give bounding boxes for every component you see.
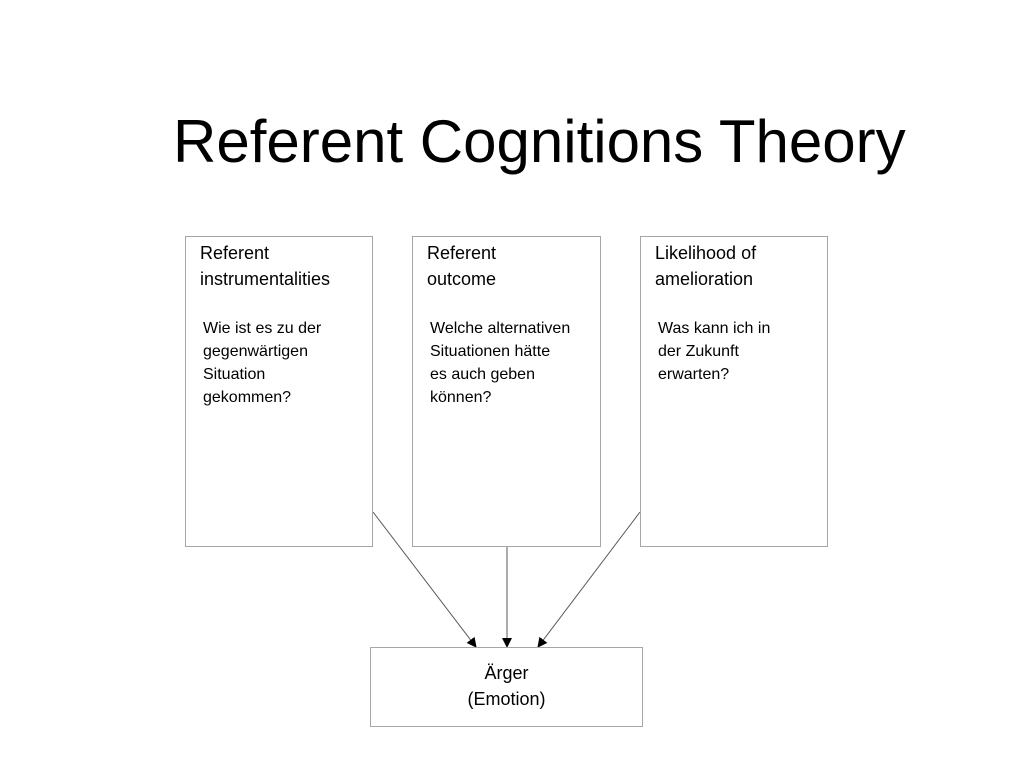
emotion-label: Ärger (Emotion) (467, 663, 546, 709)
referent-outcome-box: Referent outcome Welche alternativen Sit… (412, 236, 601, 547)
box-question: Welche alternativen Situationen hätte es… (430, 320, 571, 406)
emotion-box: Ärger (Emotion) (370, 647, 643, 727)
referent-instrumentalities-box: Referent instrumentalities Wie ist es zu… (185, 236, 373, 547)
box-question: Wie ist es zu der gegenwärtigen Situatio… (203, 320, 322, 406)
box-heading: Referent outcome (427, 243, 497, 289)
box-question: Was kann ich in der Zukunft erwarten? (658, 320, 771, 383)
slide-title: Referent Cognitions Theory (173, 108, 906, 175)
box-heading: Referent instrumentalities (200, 243, 331, 289)
box-heading: Likelihood of amelioration (655, 243, 757, 289)
likelihood-of-amelioration-box: Likelihood of amelioration Was kann ich … (640, 236, 828, 547)
